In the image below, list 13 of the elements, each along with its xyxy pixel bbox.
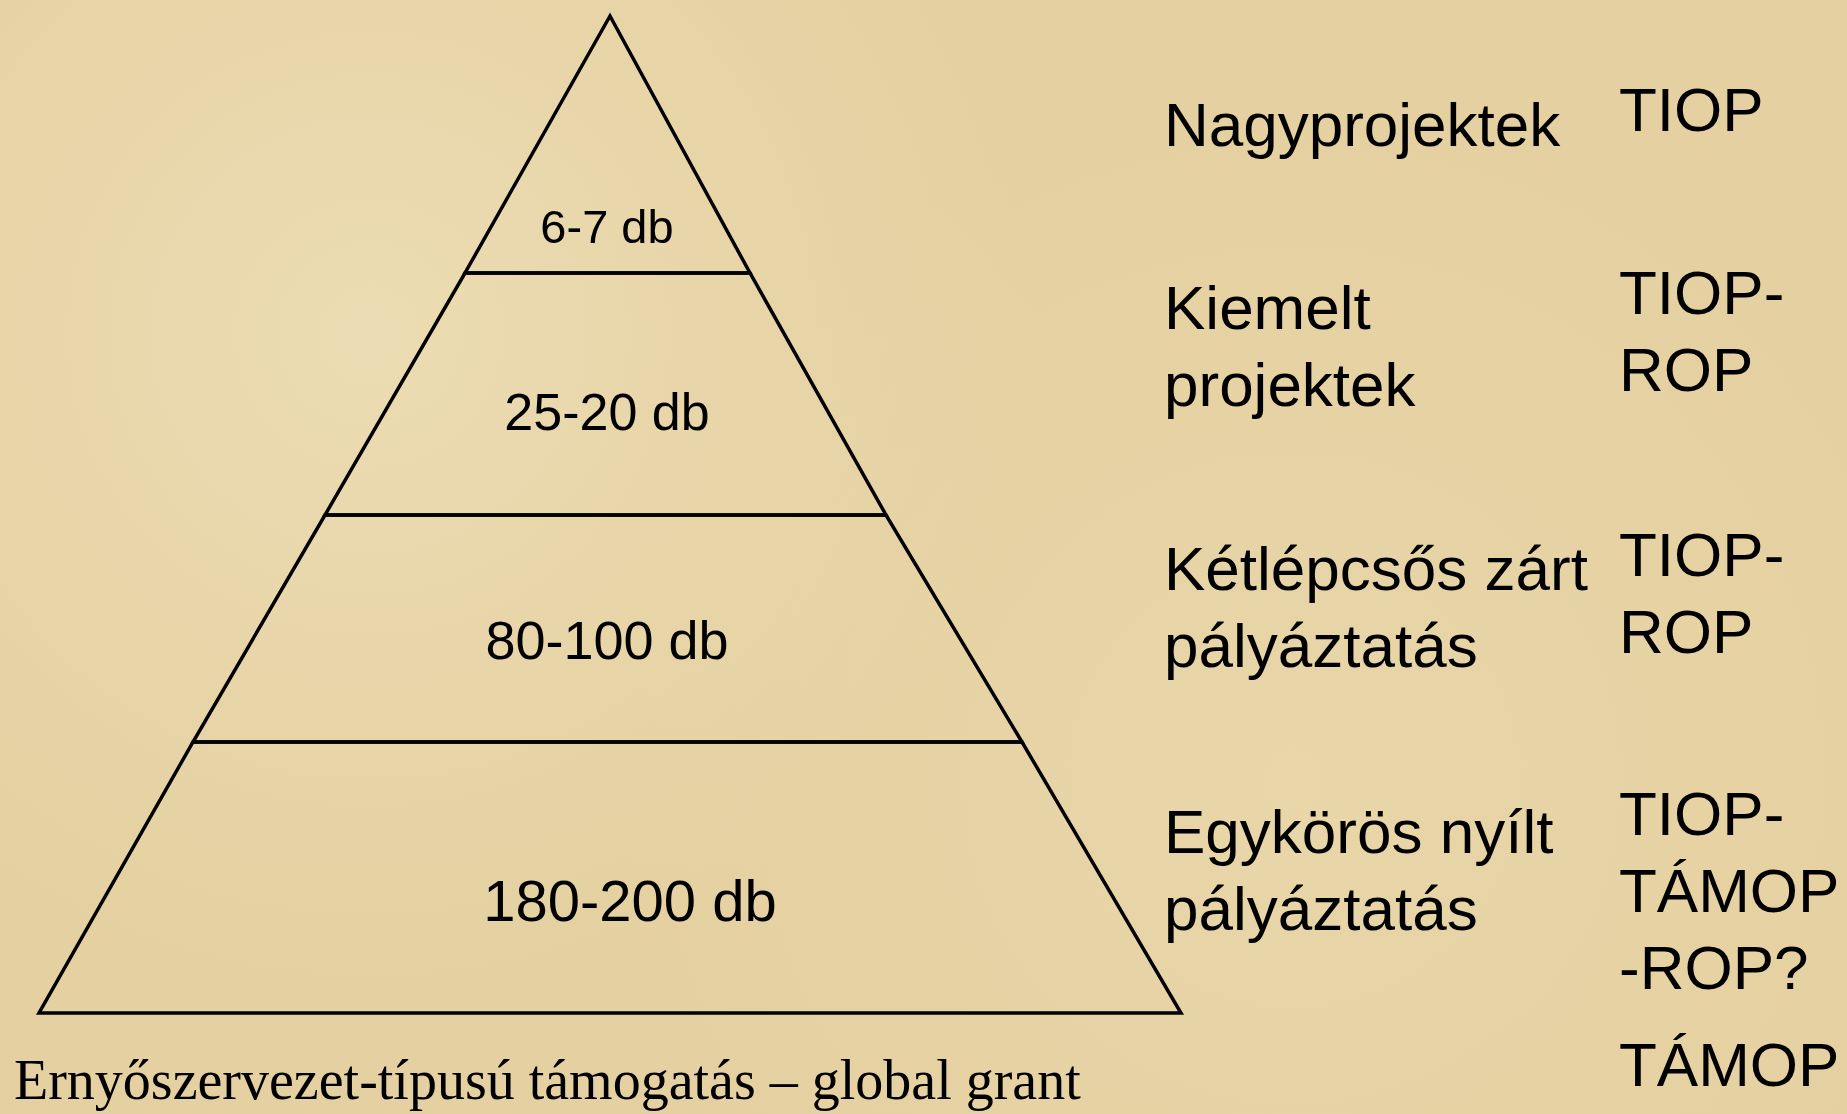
band-label: 6-7 db [540,202,674,250]
project-type-label: Egykörös nyílt pályáztatás [1164,796,1555,945]
project-type-label: Nagyprojektek [1164,89,1562,161]
program-label: TÁMOP [1619,1029,1841,1101]
program-label: TIOP-TÁMOP -ROP? [1619,778,1840,1004]
band-label: 80-100 db [485,613,729,667]
program-label: TIOP-ROP [1619,257,1786,406]
project-type-label: Kétlépcsős zárt pályáztatás [1164,533,1589,682]
band-label: 25-20 db [504,386,710,438]
project-type-label: Kiemelt projektek [1164,272,1417,421]
program-label: TIOP [1619,74,1765,146]
program-label: TIOP-ROP [1619,519,1786,668]
band-label: 180-200 db [483,872,777,930]
